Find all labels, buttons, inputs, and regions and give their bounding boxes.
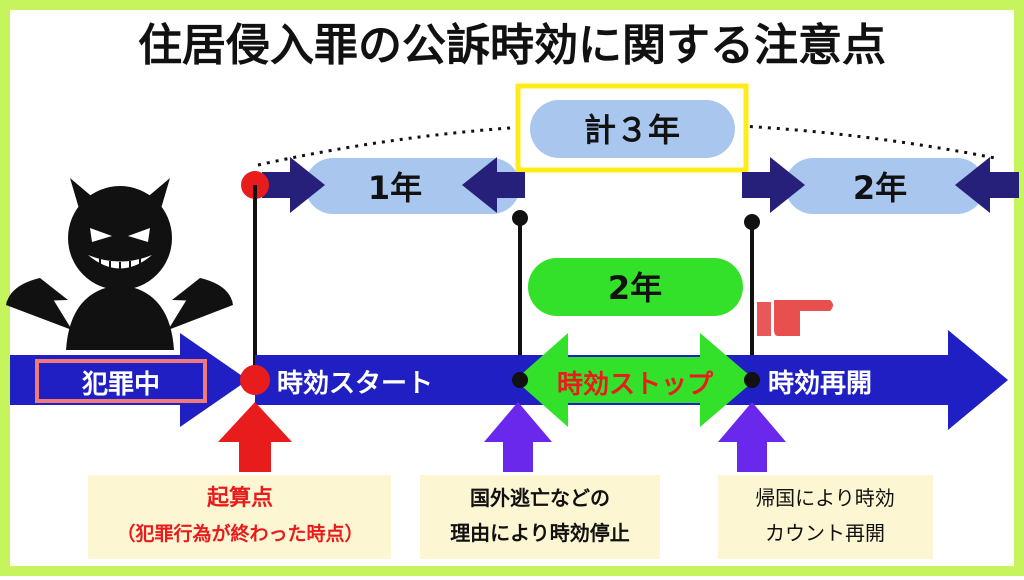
- devil-icon: [6, 178, 233, 350]
- first-period-left-arrow: [262, 157, 325, 213]
- resume-note-line2: カウント再開: [765, 521, 885, 545]
- resume-timeline-dot: [744, 372, 760, 388]
- resume-top-dot: [744, 214, 760, 230]
- resume-note-line1: 帰国により時効: [755, 486, 895, 510]
- origin-note-title: 起算点: [206, 485, 273, 511]
- stop-label: 時効ストップ: [557, 369, 714, 400]
- stop-note-line2: 理由により時効停止: [450, 521, 630, 545]
- stop-note-line1: 国外逃亡などの: [470, 486, 610, 510]
- stop-timeline-dot: [512, 372, 528, 388]
- pointing-hand-icon: [757, 300, 833, 336]
- start-label: 時効スタート: [277, 368, 433, 399]
- stop-note-box: [420, 475, 660, 559]
- second-period-right-arrow: [955, 157, 1019, 213]
- resume-up-arrow: [718, 402, 786, 472]
- second-period-label: 2年: [853, 169, 907, 207]
- timeline-arrow: [10, 333, 248, 427]
- origin-note-sub: （犯罪行為が終わった時点）: [116, 522, 363, 545]
- second-period-box: [785, 158, 985, 214]
- first-period-box: [305, 158, 520, 214]
- stop-double-arrow: [515, 333, 755, 427]
- origin-up-arrow: [218, 402, 292, 472]
- page-title: 住居侵入罪の公訴時効に関する注意点: [138, 20, 886, 71]
- second-period-left-arrow: [742, 157, 805, 213]
- crime-label-box: [35, 359, 207, 403]
- resume-note-box: [718, 475, 933, 559]
- crime-label: 犯罪中: [81, 370, 160, 400]
- pause-period-label: 2年: [608, 269, 662, 307]
- total-label: 計３年: [584, 111, 680, 149]
- pause-period-box: [528, 258, 743, 316]
- total-box: [530, 100, 735, 158]
- stop-top-dot: [512, 210, 528, 226]
- origin-note-box: [88, 475, 391, 559]
- resume-label: 時効再開: [768, 368, 872, 399]
- origin-timeline-dot: [240, 365, 270, 395]
- first-period-label: 1年: [368, 169, 422, 207]
- stop-up-arrow: [484, 402, 552, 472]
- first-period-right-arrow: [462, 157, 525, 213]
